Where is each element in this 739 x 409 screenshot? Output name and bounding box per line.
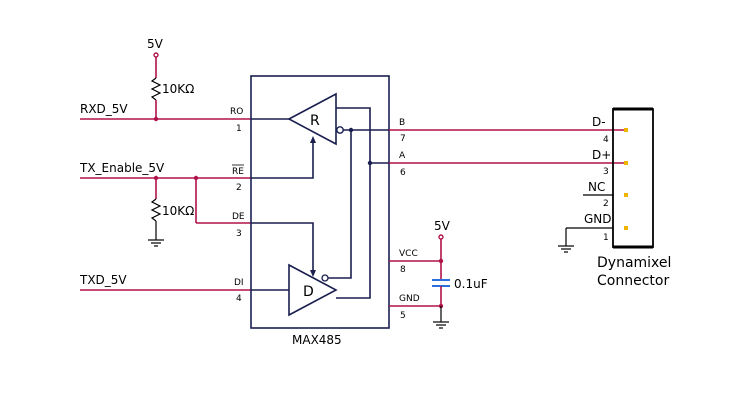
pin-ro-label: RO <box>230 107 243 117</box>
connector-pin-gnd-label: GND <box>584 212 612 226</box>
receiver-label: R <box>310 113 320 129</box>
signal-txd-label: TXD_5V <box>79 273 127 287</box>
pin-re-label: RE <box>232 167 244 177</box>
pin-gnd-num: 5 <box>400 311 406 321</box>
resistor-rxd-label: 10KΩ <box>162 82 194 96</box>
chip-body <box>250 75 390 329</box>
connector-pin-gnd-num: 1 <box>603 233 609 243</box>
receiver-invert-bubble <box>336 126 344 134</box>
resistor-pulldown <box>150 198 162 222</box>
pin-di-label: DI <box>234 278 244 288</box>
driver-invert-bubble <box>321 274 329 282</box>
net-rxd: RXD_5V <box>80 102 251 122</box>
connector-pin-nc-num: 2 <box>603 199 609 209</box>
pin-de-label: DE <box>232 212 245 222</box>
net-tx-enable: TX_Enable_5V 10KΩ <box>79 161 251 247</box>
net-txd: TXD_5V <box>79 273 251 291</box>
connector-pin-d-minus <box>624 128 628 132</box>
connector-pin-gnd <box>624 226 628 230</box>
pin-a-num: 6 <box>400 168 406 178</box>
net-bus <box>389 129 627 164</box>
dynamixel-connector: D- 4 D+ 3 NC 2 GND 1 Dynamixel Connector <box>558 107 671 289</box>
receiver-triangle <box>287 92 337 146</box>
vcc-label-right: 5V <box>434 219 451 233</box>
max485-chip: MAX485 RO 1 RE 2 DE 3 DI 4 B 7 A 6 VCC 8… <box>230 75 420 347</box>
connector-pin-nc-label: NC <box>588 180 605 194</box>
chip-name: MAX485 <box>292 333 342 347</box>
power-vcc: 5V 0.1uF <box>389 219 488 329</box>
resistor-pulldown-label: 10KΩ <box>162 204 194 218</box>
pin-di-num: 4 <box>236 294 242 304</box>
pin-b-label: B <box>399 118 405 128</box>
signal-rxd-label: RXD_5V <box>80 102 128 116</box>
driver-label: D <box>303 284 314 300</box>
wire-driver-a <box>336 163 371 299</box>
wire-a-internal <box>336 107 389 164</box>
connector-pin-d-plus-label: D+ <box>592 148 611 162</box>
connector-title-line1: Dynamixel <box>597 255 671 271</box>
connector-pin-d-plus-num: 3 <box>603 167 609 177</box>
pin-de-num: 3 <box>236 229 242 239</box>
connector-title-line2: Connector <box>597 273 669 289</box>
pin-re-num: 2 <box>236 183 242 193</box>
connector-pin-d-minus-label: D- <box>592 115 606 129</box>
pin-gnd-label: GND <box>399 294 420 304</box>
vcc-terminal-top <box>153 52 159 58</box>
connector-pin-nc <box>624 193 628 197</box>
re-arrow <box>310 136 316 143</box>
ground-icon-right <box>433 321 449 329</box>
resistor-rxd <box>150 77 162 101</box>
junction-vcc <box>438 258 444 264</box>
ground-icon-connector <box>558 245 574 253</box>
connector-pin-d-minus-num: 4 <box>603 135 609 145</box>
pin-a-label: A <box>399 151 406 161</box>
wire-re-internal <box>251 143 314 179</box>
pin-vcc-label: VCC <box>399 249 418 259</box>
wire-driver-b <box>328 130 352 279</box>
ground-icon-left <box>148 239 164 247</box>
signal-tx-enable-label: TX_Enable_5V <box>79 161 165 175</box>
pin-ro-num: 1 <box>236 124 242 134</box>
pin-vcc-num: 8 <box>400 265 406 275</box>
junction-rxd <box>153 116 159 122</box>
connector-pin-d-plus <box>624 161 628 165</box>
vcc-label-top: 5V <box>147 37 164 51</box>
wire-de-internal <box>251 222 314 270</box>
pullup-rxd: 5V 10KΩ <box>147 37 194 119</box>
pin-b-num: 7 <box>400 134 406 144</box>
vcc-terminal-right <box>438 234 444 240</box>
de-arrow <box>310 270 316 277</box>
capacitor-label: 0.1uF <box>454 277 488 291</box>
